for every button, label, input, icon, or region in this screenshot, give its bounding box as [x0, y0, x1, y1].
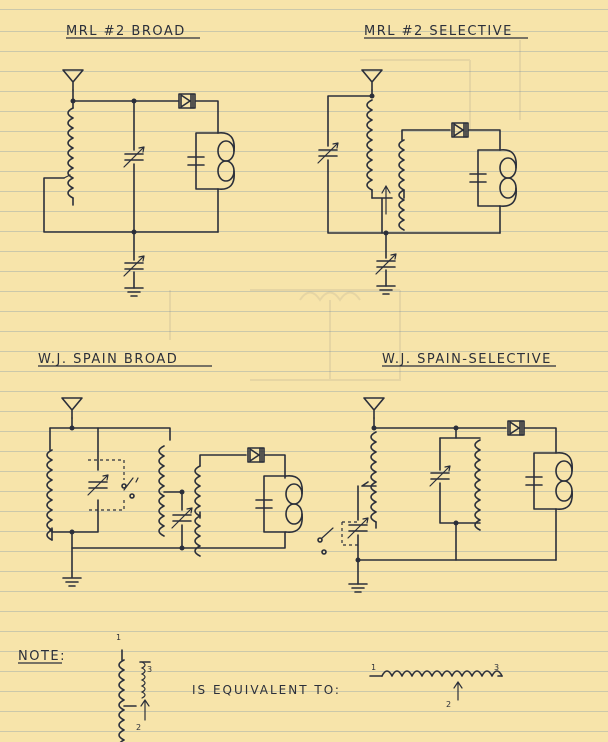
note-label: NOTE:: [18, 649, 66, 664]
mrl-selective-circuit: [317, 69, 518, 295]
note-coil-diagram: [118, 649, 503, 742]
terminal-label: 2: [136, 723, 141, 732]
spain-broad-circuit: [46, 397, 304, 587]
note-equivalence-text: IS EQUIVALENT TO:: [192, 683, 341, 697]
terminal-label: 1: [116, 633, 121, 642]
terminal-label: 3: [494, 663, 499, 672]
terminal-label: 3: [147, 665, 152, 674]
title-mrl-selective: MRL #2 SELECTIVE: [364, 24, 513, 39]
terminal-label: 2: [446, 700, 451, 709]
title-spain-broad: W.J. SPAIN BROAD: [38, 352, 178, 367]
mrl-broad-circuit: [43, 69, 235, 297]
terminal-label: 1: [371, 663, 376, 672]
title-mrl-broad: MRL #2 BROAD: [66, 24, 186, 39]
title-spain-selective: W.J. SPAIN-SELECTIVE: [382, 352, 552, 367]
spain-selective-circuit: [317, 397, 574, 593]
bleed-through-ghost: [169, 40, 521, 381]
